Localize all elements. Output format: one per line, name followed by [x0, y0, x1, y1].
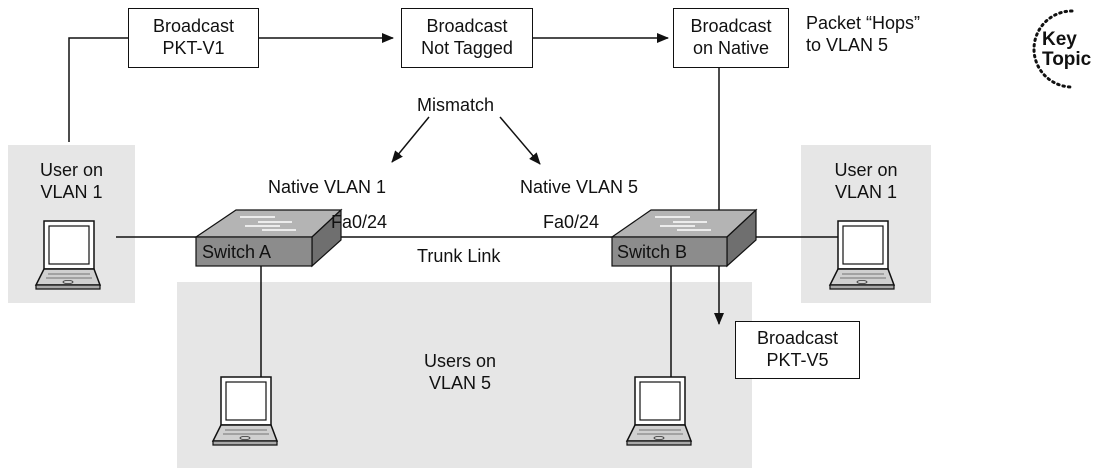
mismatch-label: Mismatch — [417, 95, 495, 115]
packet-box-on-native-line2: on Native — [692, 38, 770, 58]
user-right-line2: VLAN 1 — [834, 182, 898, 202]
hop-note-line1: Packet “Hops” — [806, 13, 921, 33]
user-right-label: User on VLAN 1 — [801, 159, 931, 203]
laptop-right-icon — [829, 220, 895, 290]
flow-line-up — [68, 37, 128, 142]
switch-a-icon — [194, 208, 343, 268]
users-vlan5-line2: VLAN 5 — [428, 373, 492, 393]
user-right-line1: User on — [834, 160, 898, 180]
key-topic-line2: Topic — [1042, 49, 1092, 70]
packet-box-v1: Broadcast PKT-V1 — [128, 8, 259, 68]
packet-box-on-native-line1: Broadcast — [690, 16, 772, 36]
hop-note: Packet “Hops” to VLAN 5 — [806, 12, 920, 56]
packet-box-v5-line1: Broadcast — [756, 328, 839, 348]
trunk-link-label: Trunk Link — [417, 246, 501, 266]
switch-b-icon — [610, 208, 758, 268]
packet-box-on-native: Broadcast on Native — [673, 8, 789, 68]
laptop-vlan5-b-icon — [626, 376, 692, 446]
laptop-left-icon — [35, 220, 101, 290]
switch-a-label: Switch A — [202, 242, 272, 262]
user-left-line2: VLAN 1 — [40, 182, 103, 202]
native-vlan-a-label: Native VLAN 1 — [268, 177, 387, 197]
users-vlan5-line1: Users on — [423, 351, 497, 371]
mismatch-arrow-right — [499, 116, 541, 165]
packet-box-not-tagged-line2: Not Tagged — [421, 38, 513, 58]
native-vlan-b-label: Native VLAN 5 — [520, 177, 639, 197]
port-a-label: Fa0/24 — [331, 212, 388, 232]
packet-box-v1-line2: PKT-V1 — [162, 38, 225, 58]
user-left-line1: User on — [39, 160, 104, 180]
packet-box-v5-line2: PKT-V5 — [766, 350, 829, 370]
packet-box-not-tagged-line1: Broadcast — [426, 16, 508, 36]
key-topic-arc-icon — [1032, 9, 1074, 89]
port-b-label: Fa0/24 — [543, 212, 600, 232]
user-left-label: User on VLAN 1 — [8, 159, 135, 203]
hop-note-line2: to VLAN 5 — [806, 35, 889, 55]
packet-box-v1-line1: Broadcast — [152, 16, 235, 36]
users-vlan5-label: Users on VLAN 5 — [395, 350, 525, 394]
switch-b-label: Switch B — [617, 242, 688, 262]
packet-box-not-tagged: Broadcast Not Tagged — [401, 8, 533, 68]
laptop-vlan5-a-icon — [212, 376, 278, 446]
packet-box-v5: Broadcast PKT-V5 — [735, 321, 860, 379]
key-topic-line1: Key — [1042, 29, 1077, 50]
mismatch-arrow-left — [391, 116, 430, 163]
key-topic-badge: Key Topic — [1042, 30, 1091, 70]
